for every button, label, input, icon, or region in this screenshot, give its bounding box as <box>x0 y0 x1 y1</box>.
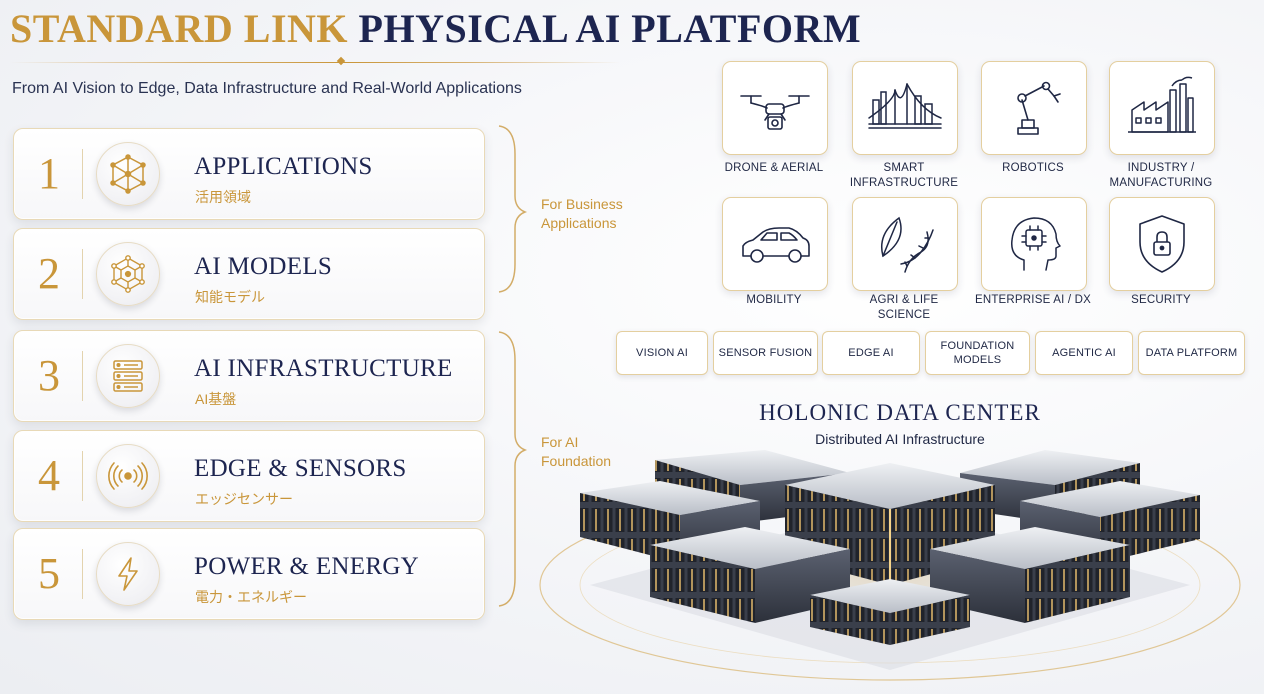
server-block <box>810 579 970 645</box>
domain-label-line: SMART <box>883 162 925 174</box>
layer-name: AI INFRASTRUCTURE <box>194 355 453 382</box>
group-label-line: Foundation <box>541 453 612 469</box>
capability-line: FOUNDATION <box>940 340 1015 352</box>
capability-edge-ai: EDGE AI <box>822 331 920 375</box>
group-label-foundation: For AI Foundation <box>541 433 611 471</box>
layer-number: 4 <box>38 451 60 500</box>
layer-card-ai-infrastructure: 3 AI INFRASTRUCTURE AI基盤 <box>13 330 485 422</box>
capability-vision-ai: VISION AI <box>616 331 708 375</box>
capability-line: EDGE AI <box>848 347 894 359</box>
layer-name-jp: 電力・エネルギー <box>195 589 307 605</box>
layer-name: EDGE & SENSORS <box>194 455 407 482</box>
domain-label: DRONE & AERIAL <box>704 161 844 176</box>
car-icon <box>722 197 828 291</box>
wireless-sensor-icon <box>96 444 160 508</box>
layer-card-edge-sensors: 4 EDGE & SENSORS エッジセンサー <box>13 430 485 522</box>
title-platform: PHYSICAL AI PLATFORM <box>358 6 862 51</box>
layer-card-applications: 1 APPLICATIONS 活用領域 <box>13 128 485 220</box>
domain-label-line: INDUSTRY / <box>1127 162 1195 174</box>
shield-lock-icon <box>1109 197 1215 291</box>
domain-label-line: ENTERPRISE AI / DX <box>974 294 1092 306</box>
layer-name-jp: AI基盤 <box>195 391 237 407</box>
page-title: STANDARD LINK PHYSICAL AI PLATFORM <box>10 6 861 52</box>
title-brand: STANDARD LINK <box>10 6 349 51</box>
group-label-line: For AI <box>541 434 579 450</box>
layer-number: 3 <box>38 351 60 400</box>
layer-name-jp: エッジセンサー <box>195 491 293 507</box>
capability-sensor-fusion: SENSOR FUSION <box>713 331 818 375</box>
domain-label-line: AGRI & LIFE <box>869 294 939 306</box>
capability-data-platform: DATA PLATFORM <box>1138 331 1245 375</box>
layer-name: APPLICATIONS <box>194 153 373 180</box>
page-subtitle: From AI Vision to Edge, Data Infrastruct… <box>12 80 522 97</box>
layer-name: POWER & ENERGY <box>194 553 420 580</box>
server-block <box>650 527 850 623</box>
domain-label: SECURITY <box>1091 293 1231 308</box>
leaf-dna-icon <box>852 197 958 291</box>
domain-label: ROBOTICS <box>963 161 1103 176</box>
bracket-foundation <box>498 331 528 607</box>
domain-label: SMART INFRASTRUCTURE <box>834 161 974 191</box>
layer-number: 1 <box>38 149 60 198</box>
capability-agentic-ai: AGENTIC AI <box>1035 331 1133 375</box>
layer-number: 5 <box>38 549 60 598</box>
domain-label: INDUSTRY / MANUFACTURING <box>1091 161 1231 191</box>
lightning-bolt-icon <box>96 542 160 606</box>
layer-number: 2 <box>38 249 60 298</box>
ai-head-icon <box>981 197 1087 291</box>
layer-separator <box>82 549 83 599</box>
domain-label-line: SCIENCE <box>877 309 931 321</box>
datacenter-title: HOLONIC DATA CENTER <box>759 400 1041 425</box>
capability-foundation-models: FOUNDATION MODELS <box>925 331 1030 375</box>
neural-network-icon <box>96 242 160 306</box>
datacenter-illustration <box>539 450 1241 681</box>
domain-label-line: DRONE & AERIAL <box>724 162 824 174</box>
capability-line: DATA PLATFORM <box>1145 347 1238 359</box>
bracket-business <box>498 125 528 293</box>
factory-icon <box>1109 61 1215 155</box>
group-label-business: For Business Applications <box>541 195 623 233</box>
domain-label-line: ROBOTICS <box>1002 162 1064 174</box>
datacenter-subtitle: Distributed AI Infrastructure <box>815 431 985 447</box>
layer-separator <box>82 149 83 199</box>
network-cube-icon <box>96 142 160 206</box>
domain-label-line: MOBILITY <box>746 294 802 306</box>
domain-label: ENTERPRISE AI / DX <box>963 293 1103 308</box>
title-divider <box>10 56 620 66</box>
drone-icon <box>722 61 828 155</box>
domain-label-line: MANUFACTURING <box>1109 177 1213 189</box>
server-stack-icon <box>96 344 160 408</box>
layer-separator <box>82 451 83 501</box>
capability-line: SENSOR FUSION <box>718 347 813 359</box>
domain-label: MOBILITY <box>704 293 844 308</box>
domain-label: AGRI & LIFE SCIENCE <box>834 293 974 323</box>
layer-card-power-energy: 5 POWER & ENERGY 電力・エネルギー <box>13 528 485 620</box>
group-label-line: For Business <box>541 196 623 212</box>
group-label-line: Applications <box>541 215 617 231</box>
capability-line: VISION AI <box>636 347 688 359</box>
capability-line: MODELS <box>953 354 1002 366</box>
layer-separator <box>82 351 83 401</box>
bridge-icon <box>852 61 958 155</box>
layer-name: AI MODELS <box>194 253 333 280</box>
capability-line: AGENTIC AI <box>1052 347 1116 359</box>
layer-separator <box>82 249 83 299</box>
layer-name-jp: 活用領域 <box>195 189 251 205</box>
domain-label-line: INFRASTRUCTURE <box>849 177 959 189</box>
layer-card-ai-models: 2 AI MODELS 知能モデル <box>13 228 485 320</box>
divider-diamond-icon <box>336 56 346 66</box>
layer-name-jp: 知能モデル <box>195 289 265 305</box>
robot-arm-icon <box>981 61 1087 155</box>
domain-label-line: SECURITY <box>1131 294 1191 306</box>
